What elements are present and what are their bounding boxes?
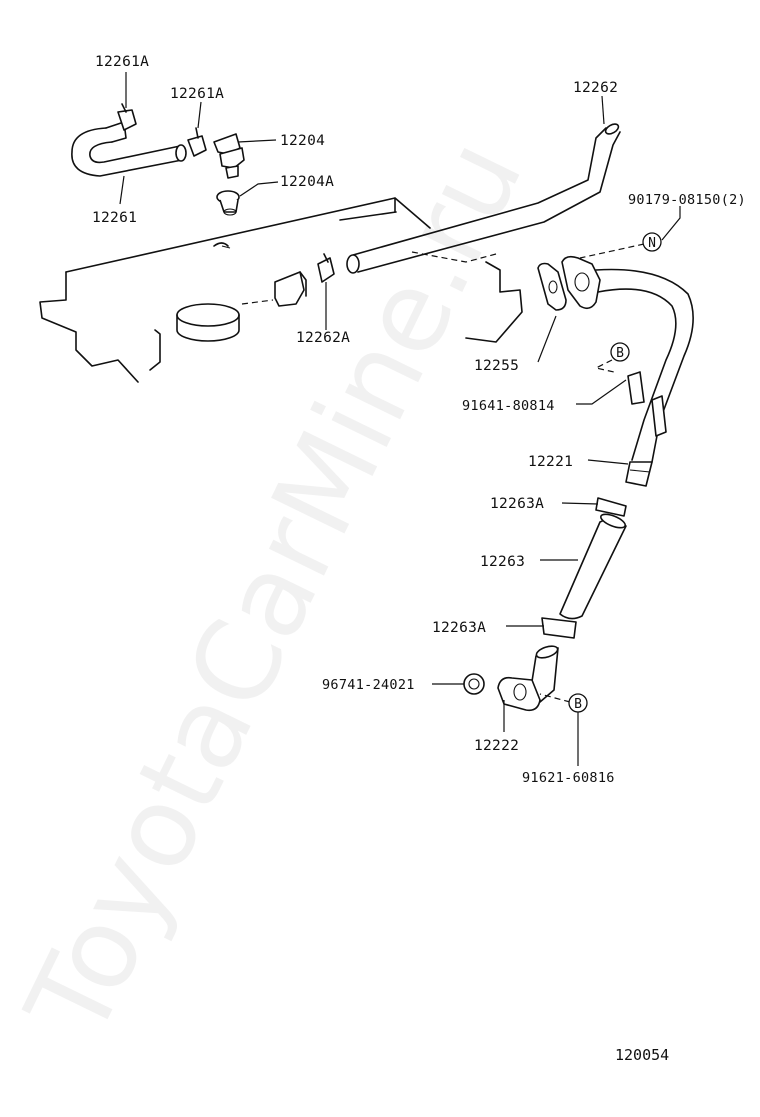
label-12263: 12263 bbox=[480, 554, 525, 570]
label-12261A-lower: 12261A bbox=[170, 86, 224, 102]
label-12261A-upper: 12261A bbox=[95, 54, 149, 70]
clamp-12261A-upper bbox=[117, 103, 137, 131]
label-91621-60816: 91621-60816 bbox=[522, 770, 615, 786]
label-12222: 12222 bbox=[474, 738, 519, 754]
label-12262: 12262 bbox=[573, 80, 618, 96]
label-12262A: 12262A bbox=[296, 330, 350, 346]
label-12263A-upper: 12263A bbox=[490, 496, 544, 512]
label-12221: 12221 bbox=[528, 454, 573, 470]
grommet-12204A bbox=[216, 190, 240, 216]
oil-filler-cap bbox=[176, 303, 240, 327]
label-12204A: 12204A bbox=[280, 174, 334, 190]
hose-12263 bbox=[559, 513, 627, 620]
engine-head-outline bbox=[39, 197, 523, 383]
label-12204: 12204 bbox=[280, 133, 325, 149]
callout-b-lower: B bbox=[568, 693, 588, 713]
callout-b-upper: B bbox=[610, 342, 630, 362]
leader-lines bbox=[119, 72, 681, 766]
clamp-12263A-lower bbox=[541, 617, 577, 639]
water-inlet-12222 bbox=[497, 645, 559, 712]
gasket-12255 bbox=[537, 262, 567, 311]
callout-n: N bbox=[642, 232, 662, 252]
pipe-12262 bbox=[346, 123, 621, 274]
label-12263A-lower: 12263A bbox=[432, 620, 486, 636]
svg-text:B: B bbox=[616, 346, 624, 361]
label-12261: 12261 bbox=[92, 210, 137, 226]
o-ring-96741 bbox=[463, 673, 485, 695]
svg-text:N: N bbox=[648, 236, 656, 251]
svg-text:B: B bbox=[574, 697, 582, 712]
water-outlet-12221 bbox=[561, 255, 694, 487]
hose-12262A bbox=[241, 271, 307, 307]
watermark-text: ToyotaCarMine.ru bbox=[2, 120, 548, 1057]
clamp-12261A-lower bbox=[187, 127, 207, 157]
diagram-id: 120054 bbox=[615, 1046, 669, 1064]
label-12255: 12255 bbox=[474, 358, 519, 374]
pcv-valve-12204 bbox=[213, 133, 245, 179]
label-90179-08150: 90179-08150(2) bbox=[628, 192, 746, 208]
label-96741-24021: 96741-24021 bbox=[322, 677, 415, 693]
hose-12261 bbox=[71, 121, 187, 177]
clamp-12263A-upper bbox=[595, 497, 627, 517]
clamp-12262 bbox=[317, 253, 335, 283]
label-91641-80814: 91641-80814 bbox=[462, 398, 555, 414]
